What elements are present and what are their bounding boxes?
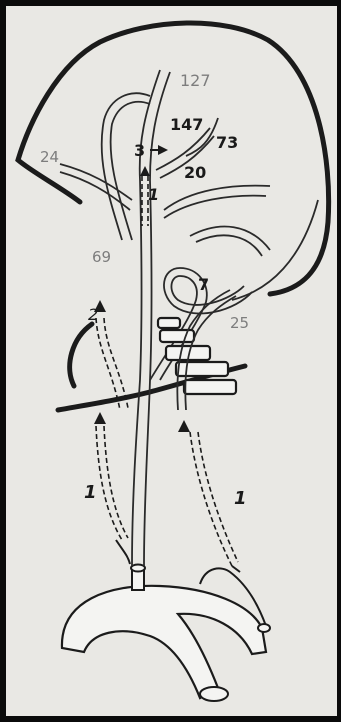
label-7: 7	[198, 275, 209, 294]
label-1-left: 1	[84, 482, 97, 503]
label-147: 147	[170, 115, 203, 134]
label-3: 3	[134, 141, 145, 160]
label-1-top: 1	[148, 185, 159, 204]
label-73: 73	[216, 133, 238, 152]
label-127: 127	[180, 71, 211, 90]
carotid-stub-end	[131, 565, 145, 572]
label-25: 25	[230, 314, 249, 332]
label-69: 69	[92, 248, 111, 266]
label-24: 24	[40, 148, 59, 166]
label-20: 20	[184, 163, 206, 182]
label-1-right: 1	[234, 488, 247, 509]
label-2: 2	[88, 305, 98, 324]
subclavian-end	[258, 624, 270, 632]
aorta-end	[200, 687, 228, 701]
